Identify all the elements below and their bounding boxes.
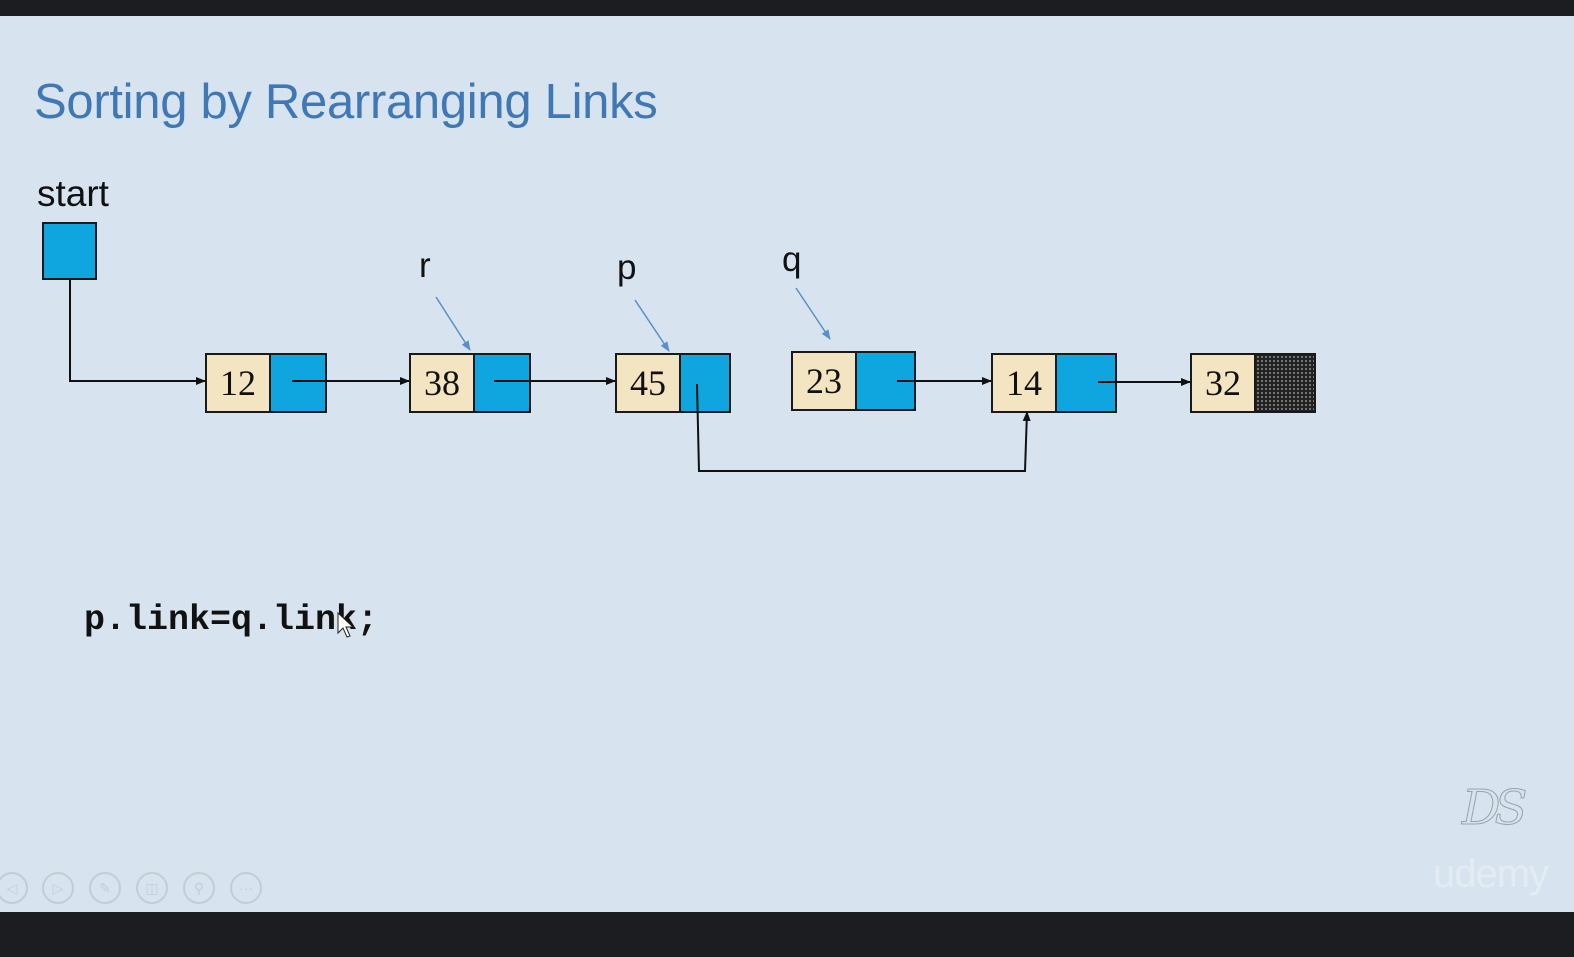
pointer-label-q: q (782, 240, 802, 279)
more-icon[interactable]: ··· (230, 872, 262, 904)
node-info: 14 (993, 355, 1057, 411)
list-node-3: 45 (615, 353, 731, 413)
bottom-letterbox (0, 912, 1574, 957)
list-node-5: 14 (991, 353, 1117, 413)
node-info: 12 (207, 355, 271, 411)
udemy-watermark: udemy (1433, 852, 1549, 896)
slide: Sorting by Rearranging Links start r p q… (0, 16, 1574, 912)
node-info: 32 (1192, 355, 1256, 411)
node-link (475, 355, 529, 411)
node-link (681, 355, 729, 411)
pointer-label-r: r (419, 246, 431, 285)
null-link (1256, 355, 1314, 411)
pen-icon[interactable]: ✎ (89, 872, 121, 904)
list-node-6: 32 (1190, 353, 1316, 413)
start-label: start (37, 173, 109, 214)
next-icon[interactable]: ▷ (42, 872, 74, 904)
list-node-1: 12 (205, 353, 327, 413)
node-info: 23 (793, 353, 857, 409)
node-link (271, 355, 325, 411)
rerouted-link-45-14 (696, 383, 1031, 472)
pointer-arrow-p (634, 299, 670, 352)
prev-icon[interactable]: ◁ (0, 872, 28, 904)
zoom-icon[interactable]: ⚲ (183, 872, 215, 904)
pointer-arrow-q (795, 287, 831, 340)
start-pointer-box (42, 222, 97, 280)
code-statement: p.link=q.link; (84, 600, 379, 640)
list-node-2: 38 (409, 353, 531, 413)
slides-icon[interactable]: ◫ (136, 872, 168, 904)
node-info: 38 (411, 355, 475, 411)
start-link-arrow (69, 280, 206, 385)
top-letterbox (0, 0, 1574, 16)
pointer-arrow-r (435, 296, 471, 351)
cursor-icon (337, 611, 355, 638)
slide-title: Sorting by Rearranging Links (34, 75, 658, 129)
ds-logo: DS (1461, 780, 1527, 837)
node-info: 45 (617, 355, 681, 411)
pointer-label-p: p (617, 248, 637, 287)
list-node-4: 23 (791, 351, 916, 411)
